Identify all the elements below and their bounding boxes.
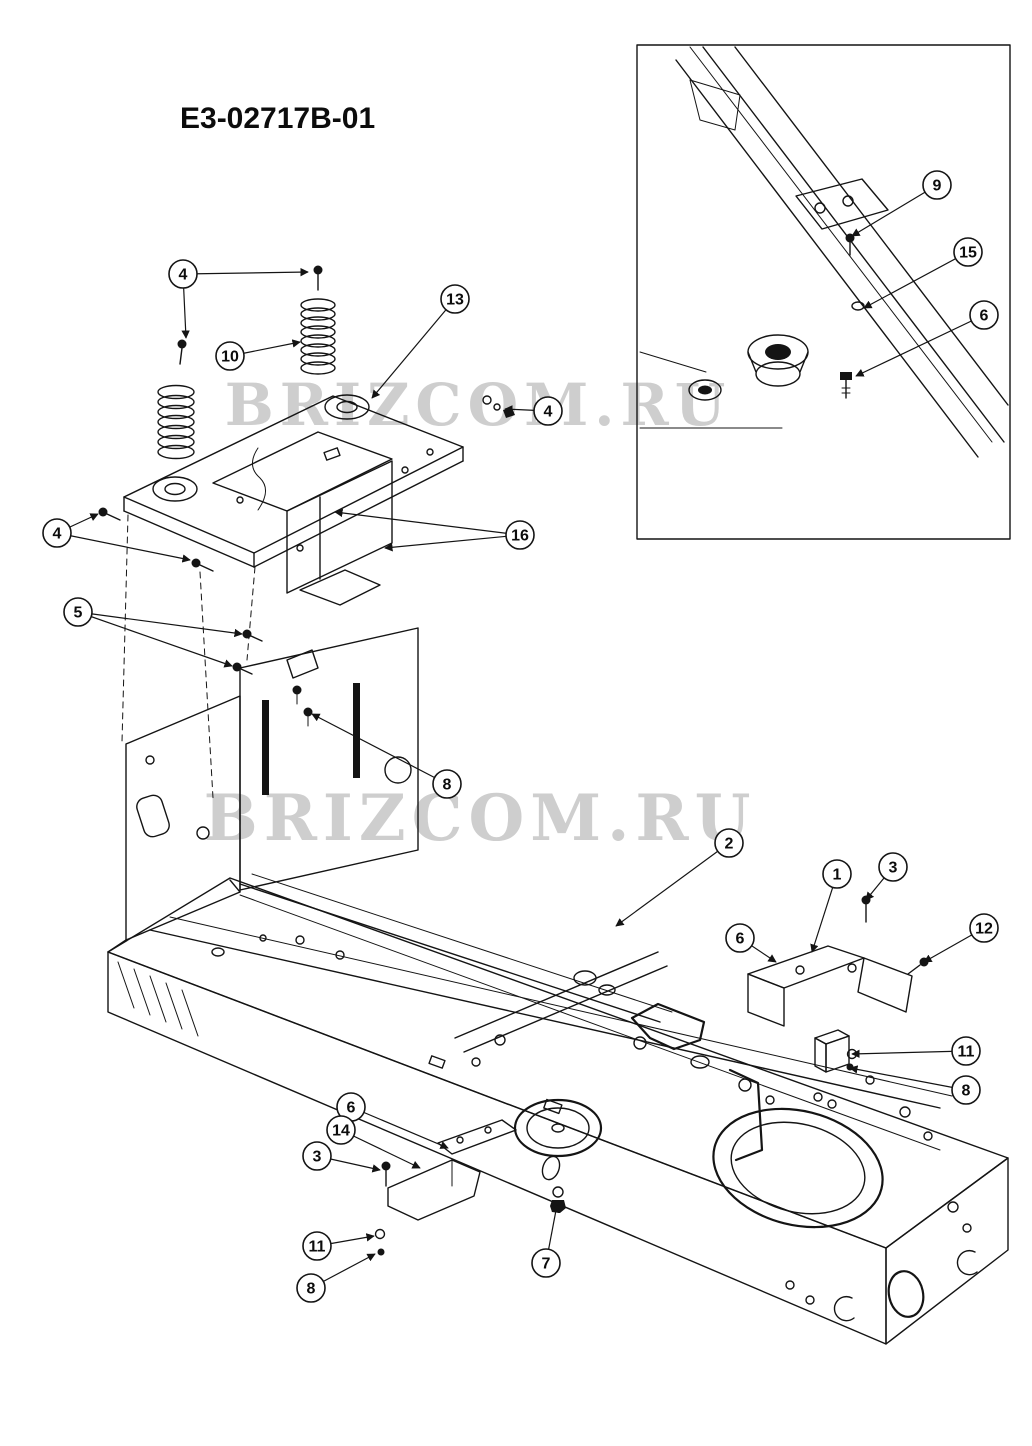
callout-circle-5 [64, 598, 92, 626]
callout-number: 13 [446, 292, 464, 309]
callout-number: 3 [889, 860, 898, 877]
callout-number: 8 [443, 777, 452, 794]
callout-number: 15 [959, 245, 977, 262]
callout-number: 4 [179, 267, 188, 284]
callout-leader-line [57, 533, 191, 563]
callout-leader-line [334, 508, 520, 535]
callout-circle-3 [879, 853, 907, 881]
callout-number: 1 [833, 867, 842, 884]
inset-rubber-foot [748, 335, 808, 386]
callout-number: 6 [736, 931, 745, 948]
callout-circle-8 [433, 770, 461, 798]
seat-plate [124, 396, 463, 567]
diagram-code: E3-02717B-01 [180, 102, 375, 135]
callout-number: 9 [933, 178, 942, 195]
callout-leader-line [311, 714, 447, 784]
main-chassis [108, 874, 1008, 1344]
pulley-opening [515, 1100, 601, 1156]
seat-plate-assembly [98, 265, 515, 799]
callout-circle-10 [216, 342, 244, 370]
callout-circle-3 [303, 1142, 331, 1170]
callout-circle-16 [506, 521, 534, 549]
callout-circle-4 [169, 260, 197, 288]
callout-leader-line [615, 843, 729, 927]
steering-opening [701, 1092, 895, 1244]
inset-bracket [796, 179, 888, 229]
callout-number: 6 [347, 1100, 356, 1117]
callout-circle-6 [970, 301, 998, 329]
callout-number: 14 [332, 1123, 350, 1140]
callout-leader-line [351, 1107, 449, 1149]
lower-left-bracket-assembly [376, 1120, 566, 1256]
callout-number: 5 [74, 605, 83, 622]
callout-number: 6 [980, 308, 989, 325]
callout-circle-11 [952, 1037, 980, 1065]
callout-circle-2 [715, 829, 743, 857]
callout-number: 16 [511, 528, 529, 545]
callout-circle-4 [43, 519, 71, 547]
watermark-text: BRIZCOM.RU [204, 781, 757, 856]
right-bracket-assembly [748, 895, 929, 1073]
callout-leader-line [849, 1065, 966, 1090]
callout-number: 4 [53, 526, 62, 543]
callout-circle-8 [952, 1076, 980, 1104]
callout-circle-4 [534, 397, 562, 425]
callout-circle-1 [823, 860, 851, 888]
callout-circle-7 [532, 1249, 560, 1277]
callout-circle-11 [303, 1232, 331, 1260]
callout-circle-8 [297, 1274, 325, 1302]
callout-leader-line [78, 612, 243, 638]
lever-plate [632, 1004, 704, 1049]
callout-leader-line [851, 1049, 966, 1058]
callout-leader-line [851, 185, 937, 236]
plate-grommet [153, 395, 369, 501]
callout-leader-line [78, 612, 233, 668]
callout-leader-line [863, 252, 968, 308]
callout-number: 12 [975, 921, 993, 938]
frame-tower [108, 628, 418, 952]
seat-bolt-top [177, 265, 323, 365]
tower-screws [232, 629, 263, 675]
callout-leader-line [384, 535, 520, 552]
hatch-marks [118, 962, 198, 1036]
callout-circle-6 [726, 924, 754, 952]
callout-number: 8 [307, 1281, 316, 1298]
callout-circle-14 [327, 1116, 355, 1144]
bolt-7 [550, 1187, 566, 1213]
callout-number: 2 [725, 836, 734, 853]
callout-number: 4 [544, 404, 553, 421]
callout-number: 10 [221, 349, 239, 366]
chassis-holes [212, 935, 971, 1304]
callout-number: 11 [309, 1239, 326, 1256]
callout-number: 8 [962, 1083, 971, 1100]
callout-circle-15 [954, 238, 982, 266]
callout-leader-line [855, 315, 984, 376]
right-spring [301, 299, 335, 374]
rear-face-details [834, 1251, 977, 1321]
callout-number: 11 [958, 1044, 975, 1061]
callout-circle-12 [970, 914, 998, 942]
callout-leader-line [183, 267, 309, 277]
hook-bracket [730, 1070, 762, 1160]
callout-circle-13 [441, 285, 469, 313]
callout-number: 3 [313, 1149, 322, 1166]
callout-leader-line [371, 299, 455, 399]
callout-number: 7 [542, 1256, 551, 1273]
callout-circle-9 [923, 171, 951, 199]
inset-detail-box [637, 45, 1010, 539]
watermark-text: BRIZCOM.RU [225, 371, 732, 439]
left-spring [158, 386, 194, 459]
seat-duct [287, 461, 392, 605]
tower-latch-bracket [287, 650, 318, 726]
